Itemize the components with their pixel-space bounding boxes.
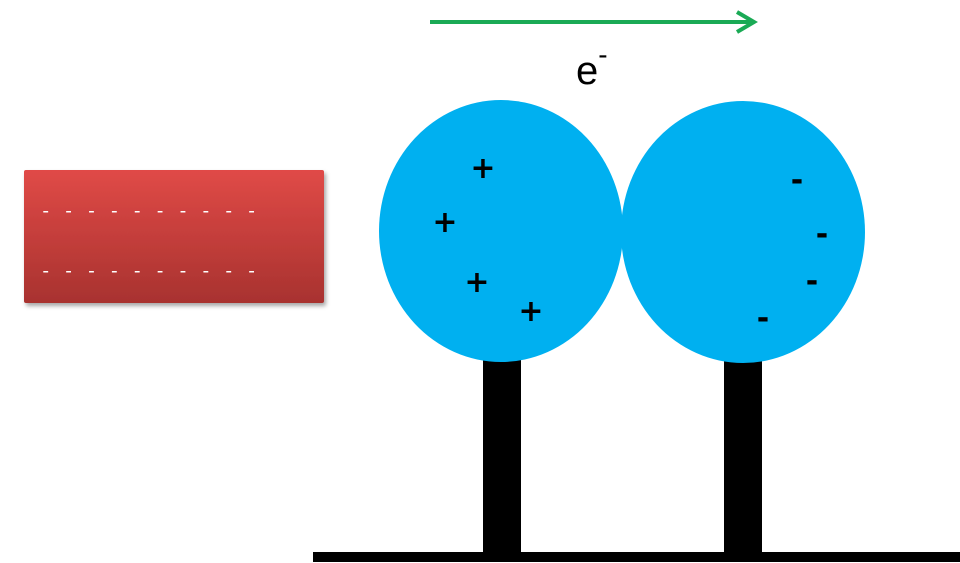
right-sphere-charge: - <box>816 217 828 252</box>
electron-label: e- <box>576 39 608 93</box>
left-sphere-charge: + <box>518 294 543 329</box>
charged-rod: - - - - - - - - - - - - - - - - - - - - <box>24 170 324 303</box>
rod-charge-row-top: - - - - - - - - - - <box>40 200 257 222</box>
left-sphere-charge: + <box>432 205 457 240</box>
arrow-head <box>735 10 758 34</box>
left-stand <box>483 357 521 557</box>
left-sphere <box>379 100 623 362</box>
right-sphere <box>621 101 865 363</box>
electron-flow-arrow <box>430 10 758 34</box>
left-sphere-charge: + <box>464 265 489 300</box>
right-sphere-charge: - <box>806 264 818 299</box>
right-sphere-charge: - <box>791 163 803 198</box>
left-sphere-charge: + <box>470 151 495 186</box>
rod-body <box>24 170 324 303</box>
ground-line <box>313 552 960 562</box>
electron-label-base: e <box>576 49 598 93</box>
rod-charge-row-bottom: - - - - - - - - - - <box>40 260 257 282</box>
electron-label-superscript: - <box>598 39 607 70</box>
right-sphere-charge: - <box>757 301 769 336</box>
right-stand <box>724 357 762 557</box>
